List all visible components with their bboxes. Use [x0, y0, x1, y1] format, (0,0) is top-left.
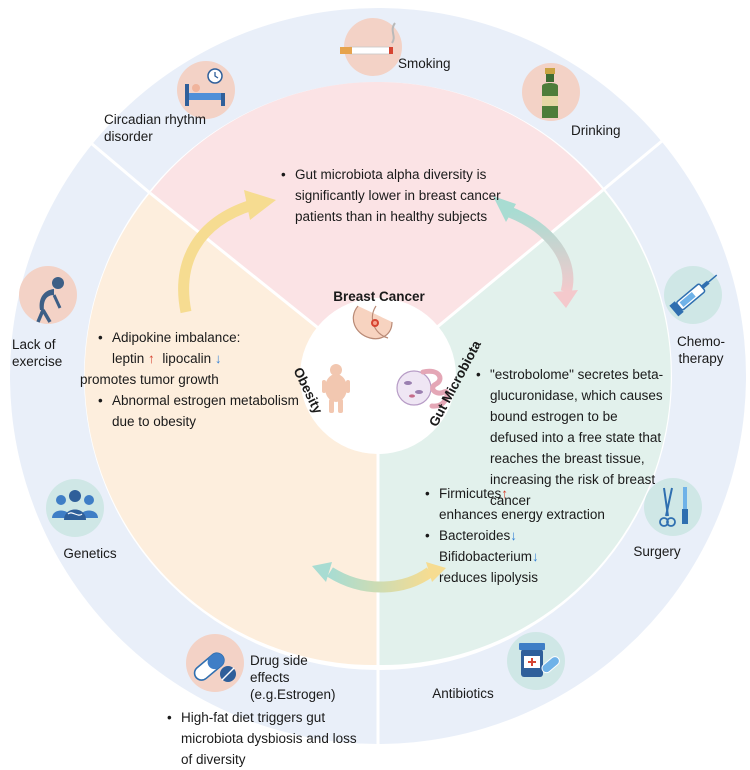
smoking-icon-circle	[340, 18, 402, 76]
up-arrow-icon: ↑	[501, 486, 509, 501]
down-arrow-icon: ↓	[532, 549, 539, 564]
breast-cancer-sector	[150, 81, 603, 376]
gut-bacteria-icon	[396, 368, 450, 409]
arrow-obesity-to-breast	[178, 190, 276, 314]
center-label-breast-cancer: Breast Cancer	[333, 289, 425, 304]
factor-label-chemotherapy: Chemo- therapy	[676, 334, 725, 366]
up-arrow-icon: ↑	[148, 351, 155, 366]
obesity-line-promotes: promotes tumor growth	[80, 372, 219, 387]
factor-label-drug-side-effects: Drug side effects (e.g.Estrogen)	[250, 653, 336, 702]
factor-label-lack-of-exercise: Lack of exercise	[12, 337, 63, 369]
factor-label-smoking: Smoking	[398, 56, 451, 71]
breast-illustration-icon	[352, 305, 393, 340]
obesity-section-text: Adipokine imbalance: leptin ↑ lipocalin …	[80, 327, 326, 432]
outer-divider-top-left	[84, 136, 151, 195]
factor-label-genetics: Genetics	[63, 546, 117, 561]
chemotherapy-icon-circle	[664, 266, 722, 324]
factor-label-antibiotics: Antibiotics	[432, 686, 494, 701]
diagram-stage: Breast Cancer Obesity Gut Microbiota Gut…	[0, 0, 750, 750]
gut-obesity-bacteria-text: Firmicutes↑ enhances energy extraction B…	[423, 483, 633, 588]
obese-person-icon	[322, 364, 350, 413]
outer-divider-top-right	[602, 134, 669, 192]
firmicutes-bullet: Firmicutes↑ enhances energy extraction	[423, 483, 633, 525]
lack-of-exercise-icon-circle	[19, 266, 77, 324]
high-fat-diet-text: High-fat diet triggers gut microbiota dy…	[165, 707, 366, 770]
down-arrow-icon: ↓	[510, 528, 518, 543]
obesity-bullet-adipokine: Adipokine imbalance: leptin ↑ lipocalin …	[96, 327, 326, 369]
down-arrow-icon: ↓	[214, 351, 222, 366]
bacteroides-bullet: Bacteroides↓ Bifidobacterium↓ reduces li…	[423, 525, 633, 588]
factor-label-drinking: Drinking	[571, 123, 621, 138]
breast-cancer-section-text: Gut microbiota alpha diversity is signif…	[279, 164, 523, 227]
antibiotics-icon-circle	[507, 632, 565, 690]
center-circle	[300, 298, 456, 454]
obesity-bullet-estrogen: Abnormal estrogen metabolism due to obes…	[96, 390, 322, 432]
drug-side-effects-icon-circle	[186, 634, 244, 692]
circadian-icon-circle	[177, 61, 235, 119]
factor-label-circadian: Circadian rhythm disorder	[104, 112, 207, 144]
factor-label-surgery: Surgery	[633, 544, 681, 559]
drinking-icon-circle	[522, 63, 580, 121]
genetics-icon-circle	[46, 479, 104, 537]
